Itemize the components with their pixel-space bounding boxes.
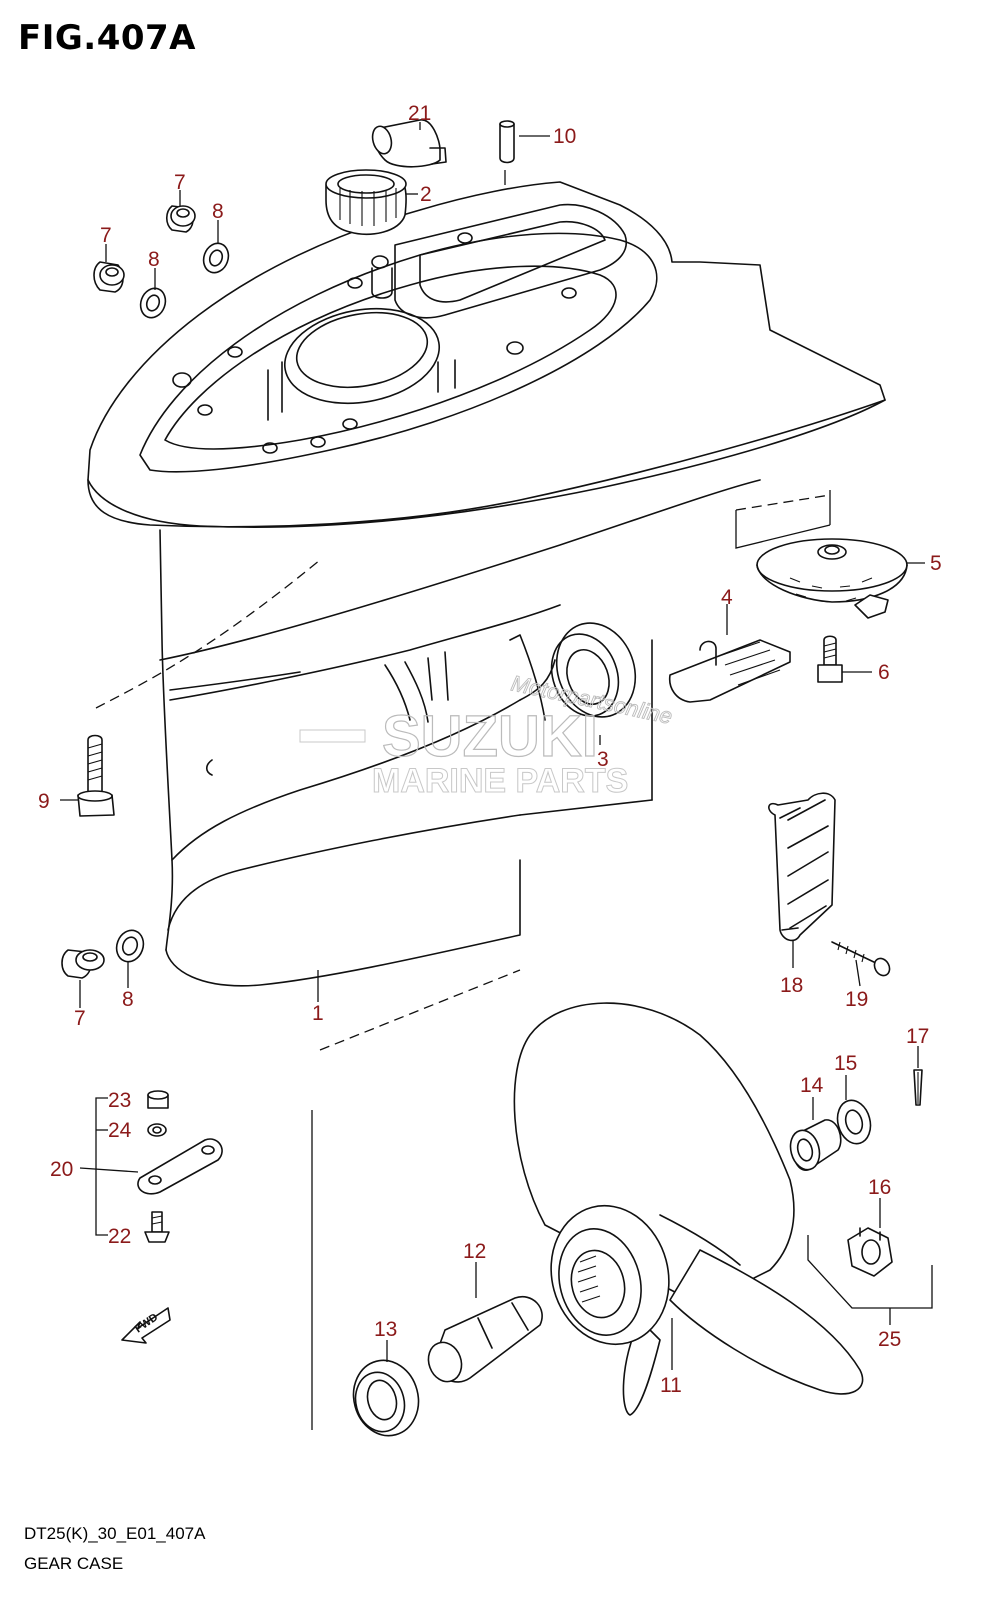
callout-23: 24 [108, 1119, 132, 1142]
part-24-pin [371, 119, 447, 168]
part-8-gasket-c [115, 929, 145, 963]
part-17-cotter [913, 1069, 923, 1106]
callout-11: 11 [660, 1374, 682, 1397]
callout-8a: 8 [212, 200, 224, 223]
callout-16: 16 [868, 1176, 891, 1199]
callout-1: 1 [312, 1002, 324, 1025]
part-10-dowel [499, 120, 515, 185]
part-20-plate [137, 1138, 223, 1195]
part-2-bearing [325, 169, 407, 236]
callout-7a: 7 [174, 171, 186, 194]
callout-22: 23 [108, 1089, 131, 1112]
callout-19: 19 [845, 988, 868, 1011]
part-8-gasket-b [202, 242, 230, 274]
part-5-anode [756, 538, 908, 619]
callout-8c: 8 [122, 988, 134, 1011]
callout-5: 5 [930, 552, 942, 575]
part-22-nut [147, 1090, 169, 1109]
callout-20: 20 [50, 1158, 73, 1181]
callout-7b: 7 [100, 224, 112, 247]
part-15-washer [836, 1099, 872, 1145]
part-7-plug-upper-a [93, 261, 125, 293]
figure-code: DT25(K)_30_E01_407A [24, 1524, 206, 1543]
part-23-washer [147, 1123, 167, 1137]
part-13-ring [352, 1359, 420, 1437]
part-7-plug-lower [61, 949, 105, 979]
part-4-plate [668, 639, 791, 703]
figure-title: FIG.407A [18, 18, 196, 58]
callout-3: 3 [597, 748, 609, 771]
svg-text:MARINE PARTS: MARINE PARTS [372, 762, 628, 800]
callout-25: 25 [878, 1328, 901, 1351]
part-12-spacer [427, 1295, 543, 1383]
callout-7c: 7 [74, 1007, 86, 1030]
part-6-bolt [817, 635, 843, 683]
part-9-bolt [77, 734, 115, 817]
part-11-propeller [513, 1002, 864, 1416]
callout-labels: 21 10 2 7 8 7 8 5 4 6 3 9 18 19 7 8 1 17… [38, 102, 942, 1397]
part-8-gasket-a [139, 287, 167, 319]
callout-9: 9 [38, 790, 50, 813]
part-3-seal [550, 622, 637, 718]
callout-12: 12 [463, 1240, 486, 1263]
part-16-nut [847, 1227, 893, 1277]
callout-4: 4 [721, 586, 733, 609]
bracket-25 [807, 1235, 933, 1309]
figure-name: GEAR CASE [24, 1554, 124, 1573]
gear-case-housing [87, 181, 886, 1051]
callout-13: 13 [374, 1318, 397, 1341]
callout-6: 6 [878, 661, 890, 684]
callout-8b: 8 [148, 248, 160, 271]
callout-14: 14 [800, 1074, 824, 1097]
callout-15: 15 [834, 1052, 857, 1075]
fwd-arrow-icon: FWD [121, 1307, 171, 1344]
callout-2: 2 [420, 183, 432, 206]
leader-lines [60, 122, 925, 1430]
part-18-grille [768, 792, 836, 942]
bracket-20 [95, 1097, 108, 1236]
part-21-screw [144, 1211, 170, 1243]
callout-10: 10 [553, 125, 576, 148]
part-7-plug-upper-b [165, 205, 196, 233]
callout-24: 21 [408, 102, 431, 125]
part-19-screw [831, 941, 891, 977]
callout-21: 22 [108, 1225, 131, 1248]
part-14-spacer [789, 1119, 842, 1171]
svg-text:SUZUKI: SUZUKI [382, 704, 598, 769]
callout-17: 17 [906, 1025, 929, 1048]
callout-18: 18 [780, 974, 803, 997]
